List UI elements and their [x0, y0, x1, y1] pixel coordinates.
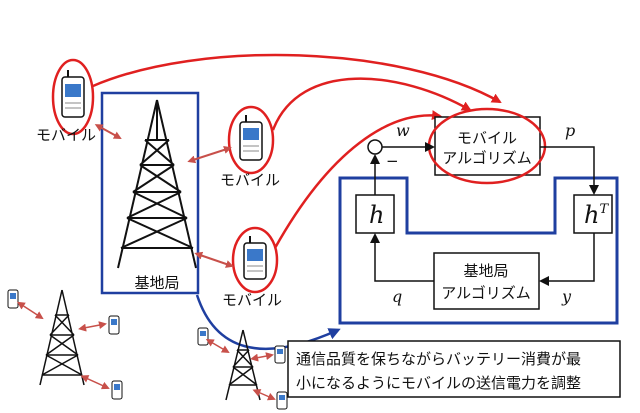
hT-block — [573, 194, 613, 234]
link-arrow — [187, 146, 232, 164]
p-signal-line — [540, 146, 599, 195]
mobile-algorithm-block — [434, 116, 541, 176]
hT-block-label: hT — [584, 201, 609, 229]
mobile-phone-icon — [7, 289, 19, 309]
h-block — [355, 194, 395, 234]
h-block-label: h — [369, 201, 384, 229]
link-arrow — [16, 301, 44, 320]
q-signal-line — [370, 233, 434, 282]
q-signal-label: q — [392, 287, 402, 306]
y-signal-line — [539, 233, 595, 286]
small-tower-icon — [225, 329, 261, 401]
base-algorithm-block — [433, 252, 540, 310]
mobile-phone-icon — [274, 345, 286, 364]
main-tower-icon — [117, 99, 197, 269]
zoom-arrow — [195, 294, 341, 351]
feedback-arrow-low — [273, 110, 442, 249]
base-algorithm-line2: アルゴリズム — [441, 284, 531, 302]
feedback-arrow-top — [92, 53, 502, 104]
minus-sign: − — [386, 152, 399, 170]
note-box — [287, 340, 621, 398]
control-loop-frame — [338, 176, 619, 325]
mobile-phone-icon — [108, 315, 120, 335]
link-arrow — [80, 375, 110, 390]
mobile-mid-circle — [227, 105, 275, 175]
w-signal-label: w — [396, 121, 410, 140]
note-line2: 小になるようにモバイルの送信電力を調整 — [296, 374, 581, 392]
link-arrow — [205, 338, 230, 354]
mobile-algorithm-line1: モバイル — [457, 129, 517, 147]
mobile-phone-icon — [197, 327, 209, 346]
base-algorithm-line1: 基地局 — [463, 262, 508, 280]
feedback-arrow-mid — [271, 77, 472, 131]
link-arrow — [250, 352, 274, 362]
mobile-top-label: モバイル — [36, 126, 96, 144]
mobile-phone-icon — [111, 380, 123, 400]
y-signal-label: y — [561, 287, 572, 306]
mobile-phone-icon — [243, 236, 267, 280]
note-line1: 通信品質を保ちながらバッテリー消費が最 — [296, 350, 581, 368]
link-arrow — [252, 389, 276, 401]
link-arrow — [94, 124, 122, 139]
base-station-label: 基地局 — [134, 274, 179, 292]
mobile-algorithm-line2: アルゴリズム — [442, 149, 532, 167]
mobile-phone-icon — [239, 115, 263, 161]
link-arrow — [78, 321, 107, 332]
mobile-top-circle — [51, 58, 95, 136]
mobile-low-label: モバイル — [222, 291, 282, 309]
mobile-phone-icon — [61, 70, 85, 118]
mobile-phone-icon — [276, 391, 288, 410]
small-tower-icon — [39, 289, 85, 386]
mobile-mid-label: モバイル — [220, 171, 280, 189]
base-station-frame — [100, 91, 200, 295]
summing-junction — [367, 139, 383, 155]
link-arrow — [194, 251, 234, 268]
p-signal-label: p — [565, 121, 575, 140]
